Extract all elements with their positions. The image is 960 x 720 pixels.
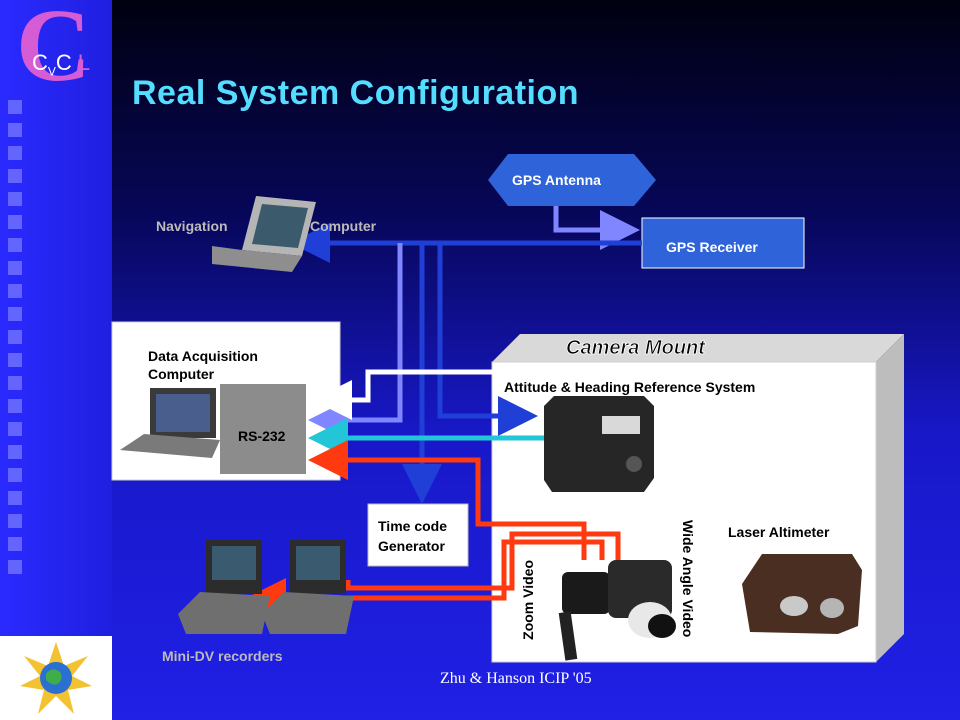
ahrs-device	[544, 396, 654, 492]
link-red-rec1	[345, 531, 621, 591]
mini-dv-recorder-1	[178, 540, 270, 634]
gps-antenna-shape	[488, 154, 656, 206]
link-red-rec2	[246, 539, 605, 618]
data-acquisition-label: Data Acquisition	[148, 348, 258, 364]
ahrs-label: Attitude & Heading Reference System	[504, 379, 756, 395]
gps-receiver-box	[641, 217, 805, 269]
mini-dv-recorder-2	[262, 540, 354, 634]
time-code-generator-box	[367, 503, 469, 567]
mini-dv-label: Mini-DV recorders	[162, 648, 283, 664]
computer-label: Computer	[310, 218, 377, 234]
rs232-box	[220, 384, 306, 474]
time-code-label: Time code	[378, 518, 447, 534]
laser-altimeter-label: Laser Altimeter	[728, 524, 830, 540]
gps-receiver-label: GPS Receiver	[666, 239, 758, 255]
generator-label: Generator	[378, 538, 445, 554]
link-laser-white	[312, 369, 853, 560]
gps-antenna-label: GPS Antenna	[512, 172, 601, 188]
rs232-label: RS-232	[238, 428, 286, 444]
zoom-video-label: Zoom Video	[520, 560, 536, 640]
left-decor-strip	[0, 0, 112, 720]
link-bus-ahrs	[437, 243, 538, 436]
laser-altimeter-device	[742, 554, 862, 634]
logo-big-c: C	[16, 0, 92, 103]
camera-devices	[558, 560, 676, 661]
navigation-label: Navigation	[156, 218, 228, 234]
camera-mount-label: Camera Mount	[566, 337, 706, 359]
link-antenna-receiver	[553, 206, 640, 250]
page-title: Real System Configuration	[132, 74, 580, 112]
footer-citation: Zhu & Hanson ICIP '05	[440, 670, 592, 687]
data-acquisition-laptop	[120, 388, 220, 458]
wide-angle-video-label: Wide Angle Video	[680, 520, 696, 638]
badge-art	[20, 642, 92, 714]
decor-squares	[8, 100, 26, 583]
navigation-laptop	[212, 196, 316, 272]
data-acquisition-computer-label: Computer	[148, 366, 215, 382]
